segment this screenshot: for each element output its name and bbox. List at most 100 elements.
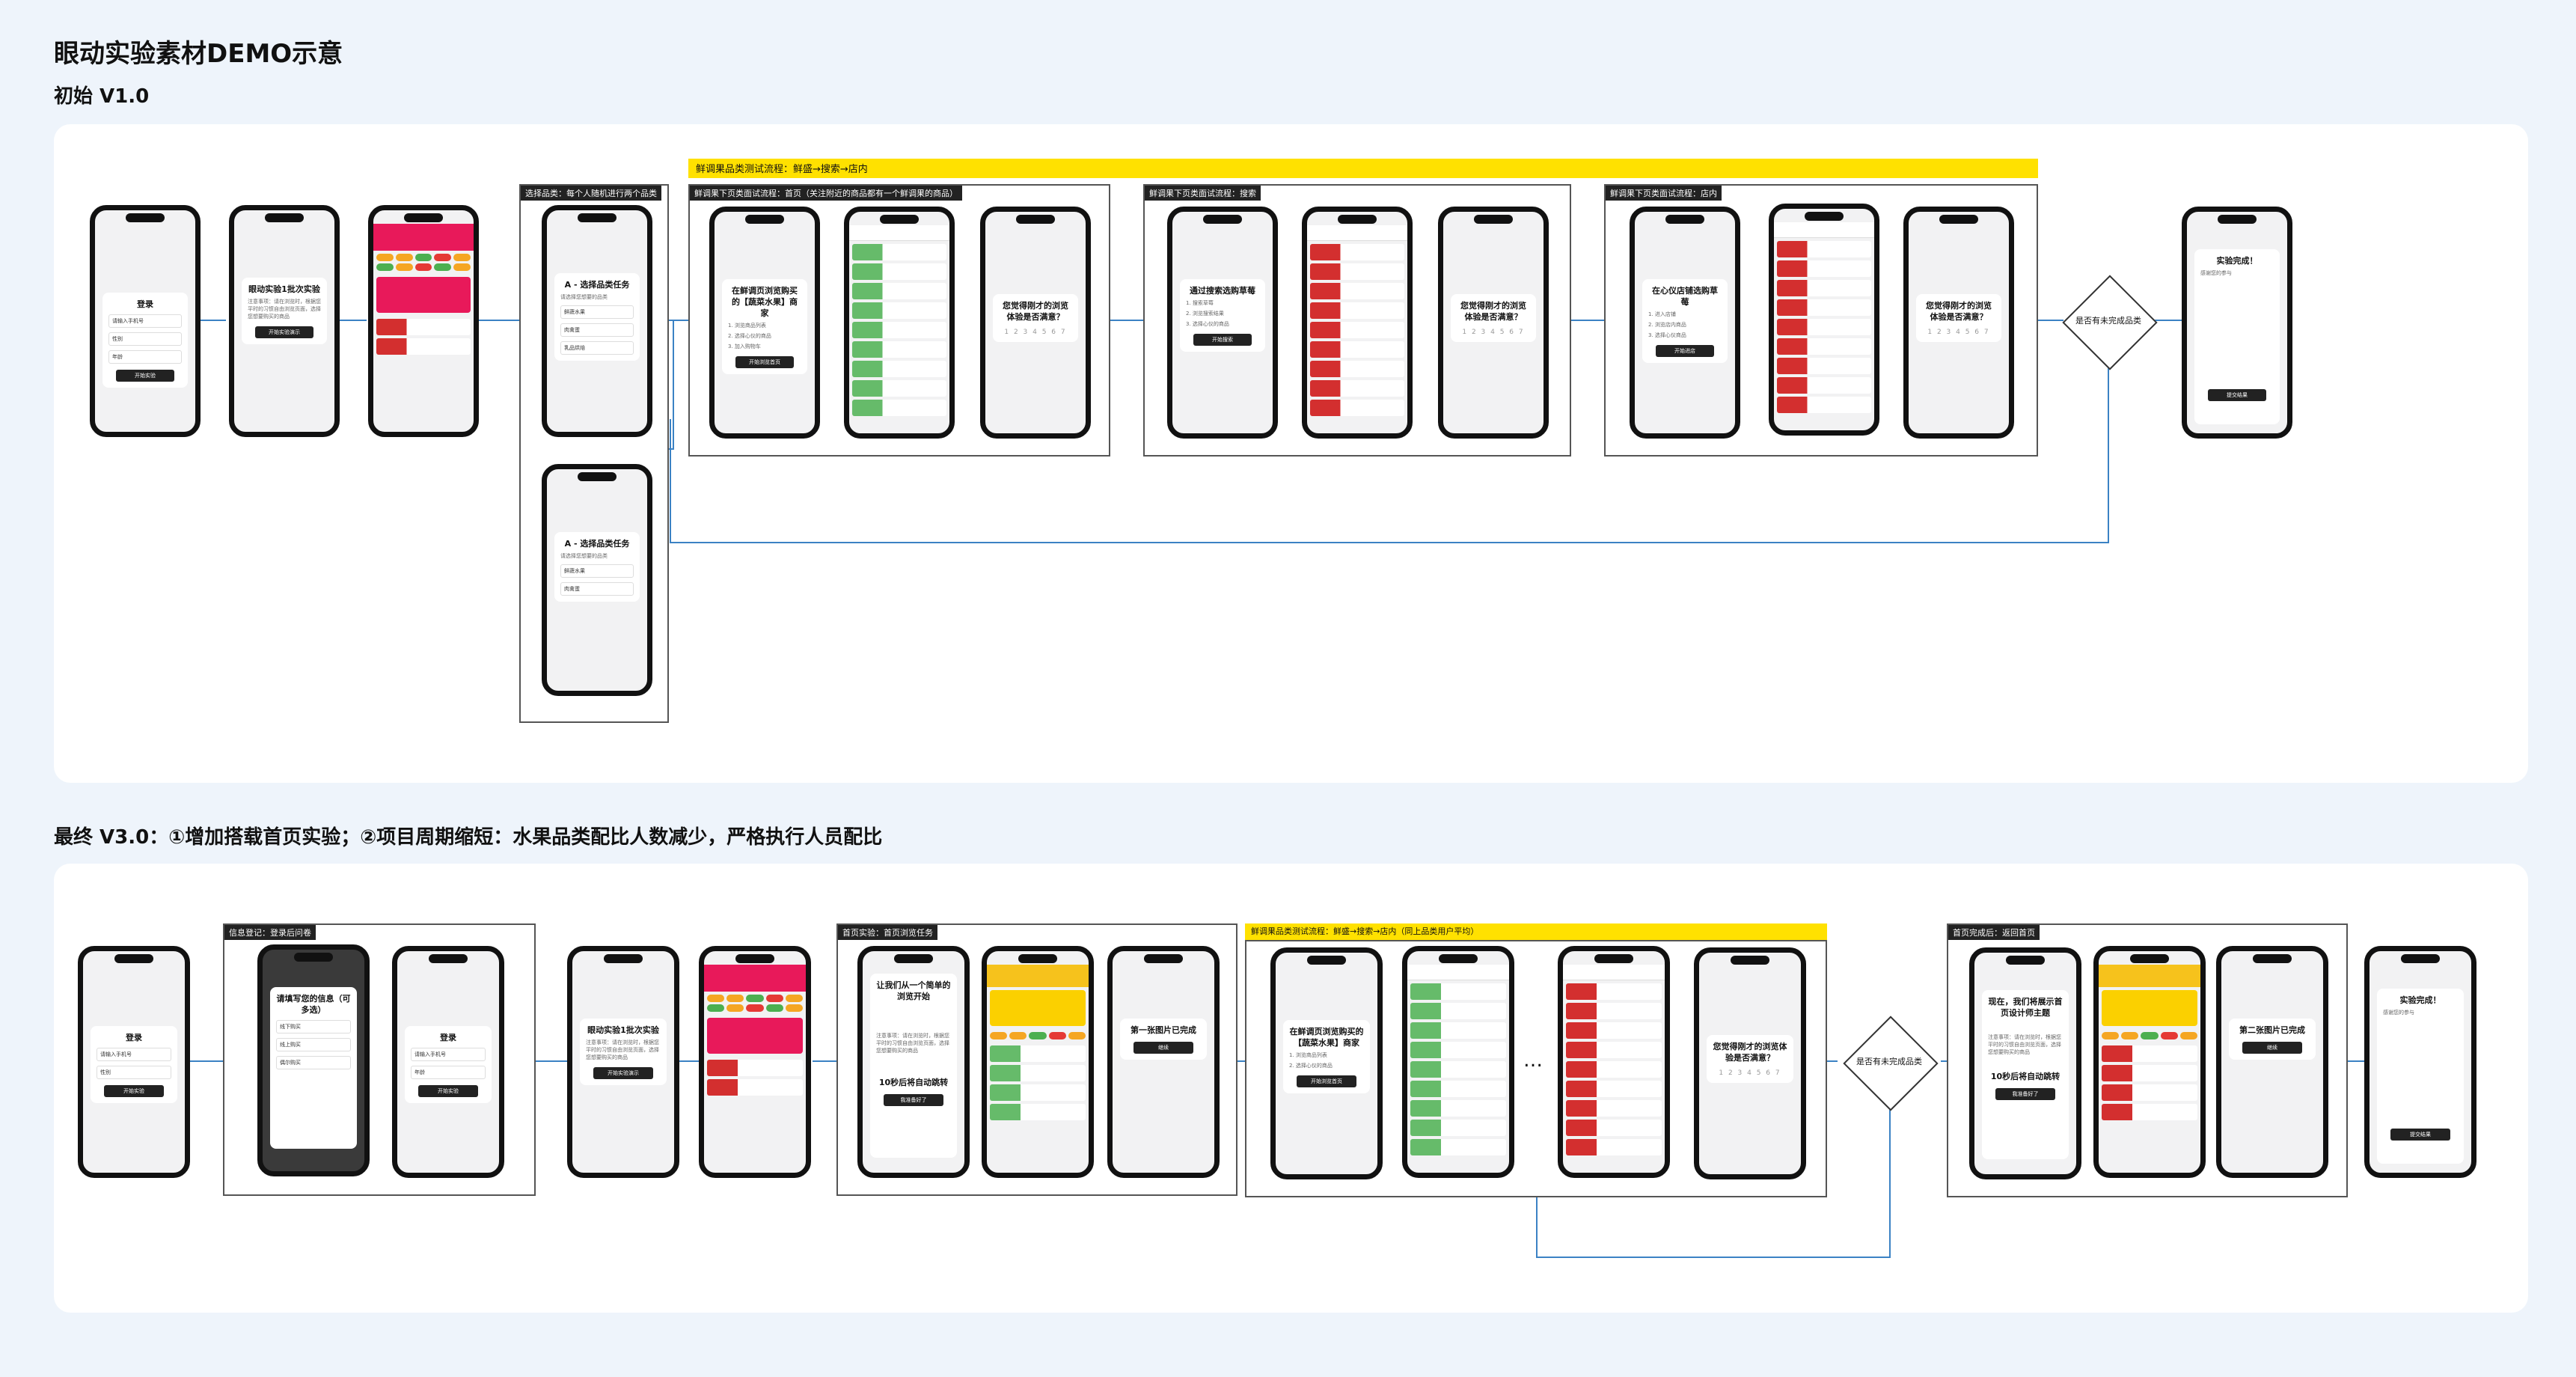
v3-login-group: 信息登记：登录后问卷	[223, 923, 536, 1196]
task-button[interactable]: 开始浏览首页	[735, 356, 795, 368]
task-button[interactable]: 开始搜索	[1193, 334, 1252, 346]
ready-button[interactable]: 我准备好了	[1995, 1088, 2055, 1100]
phone-input[interactable]: 请输入手机号	[411, 1048, 486, 1061]
task-title: 在心仪店铺选购草莓	[1652, 286, 1718, 307]
task-step: 2. 选择心仪的商品	[1289, 1063, 1333, 1069]
v1-category-group: 选择品类：每个人随机进行两个品类	[519, 184, 669, 723]
age-option[interactable]: 年龄	[411, 1066, 486, 1079]
phone-category-a: A - 选择品类任务 请选择您想要的品类 鲜蔬水果 肉禽蛋 乳品烘焙	[542, 205, 652, 437]
survey-option[interactable]: 线上购买	[276, 1038, 351, 1051]
login-title: 登录	[126, 1033, 142, 1042]
task-button[interactable]: 开始进店	[1655, 345, 1715, 357]
task-step: 1. 进入店铺	[1648, 311, 1676, 317]
submit-button[interactable]: 提交结果	[2390, 1129, 2450, 1141]
group-tag: 首页实验：首页浏览任务	[838, 925, 937, 940]
rating-scale[interactable]: 1 2 3 4 5 6 7	[1462, 329, 1525, 336]
intro-button[interactable]: 开始实验演示	[593, 1067, 653, 1079]
v3-phone-survey: 请填写您的信息（可多选） 线下购买 线上购买 偶尔购买	[257, 944, 370, 1176]
v3-phone-home-shop	[699, 946, 811, 1178]
done-title: 实验完成！	[2216, 256, 2258, 266]
age-option[interactable]: 年龄	[108, 350, 182, 364]
v3-decision-label: 是否有未完成品类	[1856, 1057, 1922, 1066]
version-title-v1: 初始 V1.0	[54, 85, 150, 108]
v3-phone-pic-done-2: 第二张图片已完成 继续	[2216, 946, 2328, 1178]
start-button[interactable]: 开始实验	[104, 1085, 164, 1097]
category-option[interactable]: 乳品烘焙	[560, 341, 634, 355]
phone-home-shop	[368, 205, 479, 437]
home-task-countdown: 10秒后将自动跳转	[878, 1078, 949, 1087]
ellipsis: …	[1523, 1049, 1543, 1072]
phone-rating-1: 您觉得刚才的浏览体验是否满意？ 1 2 3 4 5 6 7	[980, 207, 1091, 439]
survey-option[interactable]: 偶尔购买	[276, 1056, 351, 1069]
task-button[interactable]: 开始浏览首页	[1297, 1075, 1356, 1087]
phone-login: 登录 请输入手机号 性别 年龄 开始实验	[90, 205, 201, 437]
continue-button[interactable]: 继续	[1133, 1042, 1193, 1054]
task-step: 1. 浏览商品列表	[1289, 1052, 1327, 1058]
v3-fresh-banner: 鲜调果品类测试流程：鲜盛→搜索→店内（同上品类用户平均）	[1245, 923, 1827, 940]
done-text: 感谢您的参与	[2200, 270, 2232, 276]
v1-search-group: 鲜调果下页类面试流程：搜索	[1143, 184, 1571, 457]
ready-button[interactable]: 我准备好了	[884, 1094, 943, 1106]
page-title: 眼动实验素材DEMO示意	[54, 39, 343, 69]
gender-option[interactable]: 性别	[108, 332, 182, 346]
phone-task-search: 通过搜索选购草莓 1. 搜索草莓 2. 浏览搜索结果 3. 选择心仪的商品 开始…	[1167, 207, 1278, 439]
pic-done-title: 第二张图片已完成	[2239, 1025, 2305, 1035]
v3-home-group: 首页实验：首页浏览任务	[836, 923, 1237, 1196]
group-tag: 选择品类：每个人随机进行两个品类	[521, 186, 661, 201]
intro-title: 眼动实验1批次实验	[587, 1025, 659, 1035]
phone-task-store: 在心仪店铺选购草莓 1. 进入店铺 2. 浏览店内商品 3. 选择心仪商品 开始…	[1630, 207, 1740, 439]
v3-fresh-group	[1245, 940, 1827, 1197]
done-text: 感谢您的参与	[2383, 1010, 2414, 1016]
task-step: 3. 加入购物车	[728, 344, 761, 349]
intro-title: 眼动实验1批次实验	[248, 284, 320, 294]
start-button[interactable]: 开始实验	[418, 1085, 478, 1097]
category-option[interactable]: 肉禽蛋	[560, 323, 634, 337]
v3-final-group: 首页完成后：返回首页	[1947, 923, 2348, 1197]
group-tag: 鲜调果下页类面试流程：首页（关注附近的商品都有一个鲜调果的商品）	[690, 186, 962, 201]
v3-phone-final-intro: 现在，我们将展示首页设计师主题 注意事项：请在浏览时，根据您平时的习惯自由浏览页…	[1969, 947, 2081, 1179]
task-title: 在鲜调页浏览购买的【蔬菜水果】商家	[732, 286, 798, 318]
category-title: A - 选择品类任务	[564, 280, 630, 290]
login-title: 登录	[137, 299, 153, 309]
group-tag: 鲜调果下页类面试流程：搜索	[1145, 186, 1261, 201]
intro-button[interactable]: 开始实验演示	[254, 326, 314, 338]
rating-scale[interactable]: 1 2 3 4 5 6 7	[1004, 329, 1067, 336]
rating-scale[interactable]: 1 2 3 4 5 6 7	[1927, 329, 1990, 336]
final-intro-countdown: 10秒后将自动跳转	[1990, 1072, 2061, 1081]
continue-button[interactable]: 继续	[2242, 1042, 2302, 1054]
rating-title: 您觉得刚才的浏览体验是否满意？	[1713, 1042, 1787, 1063]
phone-home-list	[844, 207, 955, 439]
rating-scale[interactable]: 1 2 3 4 5 6 7	[1719, 1069, 1781, 1077]
phone-input[interactable]: 请输入手机号	[108, 314, 182, 328]
submit-button[interactable]: 提交结果	[2207, 389, 2267, 401]
v3-phone-login-2: 登录 请输入手机号 年龄 开始实验	[392, 946, 504, 1178]
gender-option[interactable]: 性别	[97, 1066, 171, 1079]
intro-notes: 注意事项：请在浏览时，根据您平时的习惯自由浏览页面，选择您想要购买的商品	[876, 1033, 949, 1054]
v3-phone-pic-done: 第一张图片已完成 继续	[1107, 946, 1220, 1178]
v3-phone-task-home: 在鲜调页浏览购买的【蔬菜水果】商家 1. 浏览商品列表 2. 选择心仪的商品 开…	[1270, 947, 1383, 1179]
category-sub: 请选择您想要的品类	[560, 553, 608, 559]
task-step: 2. 选择心仪的商品	[728, 333, 771, 339]
category-option[interactable]: 鲜蔬水果	[560, 305, 634, 319]
v1-store-group: 鲜调果下页类面试流程：店内	[1604, 184, 2038, 457]
phone-input[interactable]: 请输入手机号	[97, 1048, 171, 1061]
task-title: 在鲜调页浏览购买的【蔬菜水果】商家	[1289, 1027, 1364, 1048]
v1-decision-label: 是否有未完成品类	[2075, 316, 2141, 326]
v3-phone-intro: 眼动实验1批次实验 注意事项：请在浏览时，根据您平时的习惯自由浏览页面，选择您想…	[567, 946, 679, 1178]
phone-intro: 眼动实验1批次实验 注意事项：请在浏览时，根据您平时的习惯自由浏览页面，选择您想…	[229, 205, 340, 437]
phone-task-home: 在鲜调页浏览购买的【蔬菜水果】商家 1. 浏览商品列表 2. 选择心仪的商品 3…	[709, 207, 820, 439]
phone-rating-3: 您觉得刚才的浏览体验是否满意？ 1 2 3 4 5 6 7	[1903, 207, 2014, 439]
start-button[interactable]: 开始实验	[115, 370, 175, 382]
v3-phone-list-1	[1402, 946, 1514, 1178]
done-title: 实验完成！	[2399, 995, 2441, 1005]
category-option[interactable]: 鲜蔬水果	[560, 564, 634, 578]
task-step: 1. 搜索草莓	[1186, 300, 1214, 306]
survey-title: 请填写您的信息（可多选）	[276, 994, 351, 1015]
survey-option[interactable]: 线下购买	[276, 1020, 351, 1033]
v3-phone-final-shop	[2093, 946, 2206, 1178]
group-tag: 信息登记：登录后问卷	[224, 925, 316, 940]
category-option[interactable]: 肉禽蛋	[560, 582, 634, 596]
v3-phone-home-task: 让我们从一个简单的浏览开始 注意事项：请在浏览时，根据您平时的习惯自由浏览页面，…	[857, 946, 970, 1178]
